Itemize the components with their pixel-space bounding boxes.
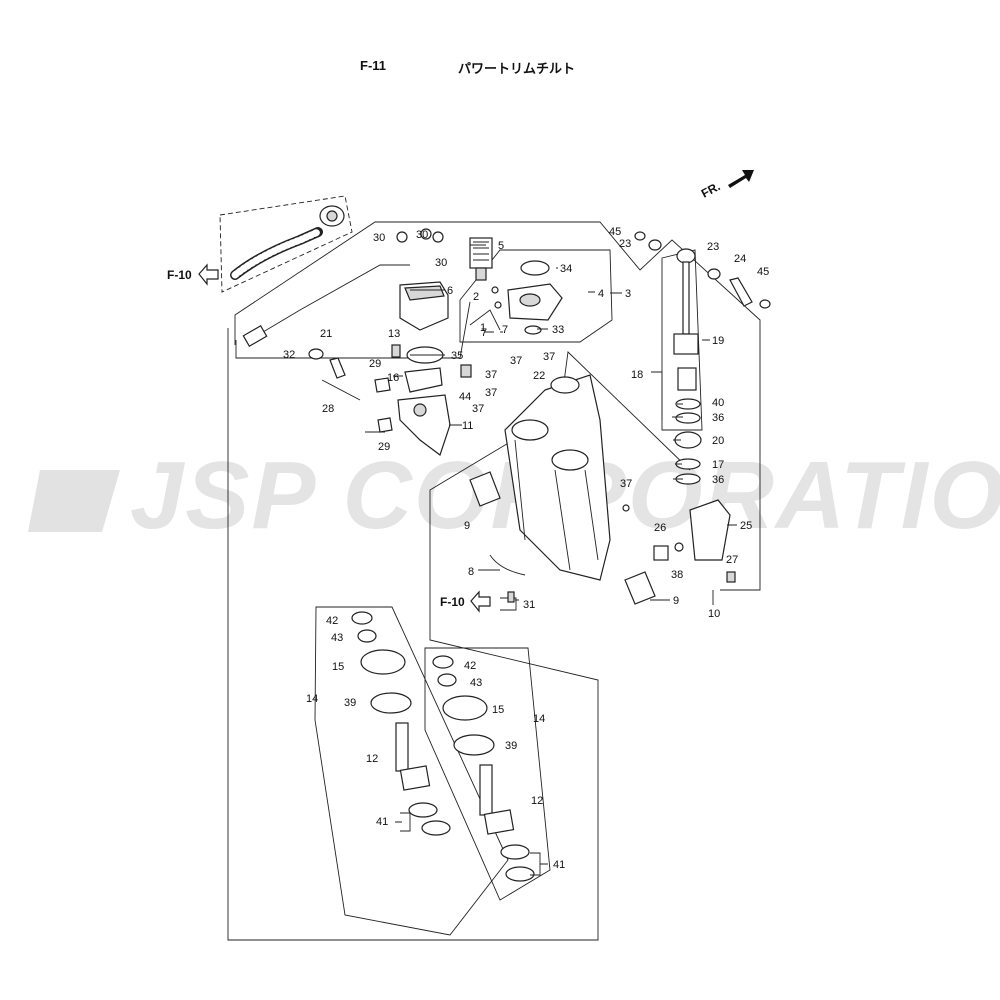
label-28: 28: [322, 403, 334, 415]
label-40: 40: [712, 397, 724, 409]
main-outline: [234, 221, 761, 591]
label-42b: 42: [464, 660, 476, 672]
trim-group-left-outline: [314, 606, 509, 936]
label-36b: 36: [712, 474, 724, 486]
label-3: 3: [625, 288, 631, 300]
label-15b: 15: [492, 704, 504, 716]
label-16: 16: [387, 372, 399, 384]
part-side-components: [469, 471, 736, 605]
hose-group-outline: [219, 195, 353, 293]
reference-label: F-10: [167, 268, 192, 282]
label-23a: 23: [619, 238, 631, 250]
lower-outline: [227, 328, 691, 941]
label-14a: 14: [306, 693, 318, 705]
label-32: 32: [283, 349, 295, 361]
label-37d: 37: [485, 387, 497, 399]
label-11: 11: [462, 420, 473, 432]
label-43b: 43: [470, 677, 482, 689]
label-37b: 37: [543, 351, 555, 363]
label-4: 4: [598, 288, 604, 300]
label-44: 44: [459, 391, 471, 403]
label-33: 33: [552, 324, 564, 336]
label-27: 27: [726, 554, 738, 566]
part-trim-cylinder-left: [351, 611, 451, 836]
label-12b: 12: [531, 795, 543, 807]
front-arrow-icon: [728, 170, 754, 188]
label-36a: 36: [712, 412, 724, 424]
label-37f: 37: [620, 478, 632, 490]
reference-arrow-top[interactable]: F-10: [167, 263, 219, 286]
label-21: 21: [320, 328, 332, 340]
part-cylinder-bracket: [504, 374, 611, 581]
label-42a: 42: [326, 615, 338, 627]
label-34: 34: [560, 263, 572, 275]
label-30c: 30: [435, 257, 447, 269]
label-43a: 43: [331, 632, 343, 644]
label-14b: 14: [533, 713, 545, 725]
front-label: FR.: [699, 179, 723, 200]
label-8: 8: [468, 566, 474, 578]
diagram-title: パワートリムチルト: [458, 61, 576, 76]
label-18: 18: [631, 369, 643, 381]
part-pump: [308, 344, 472, 456]
label-29a: 29: [369, 358, 381, 370]
label-26: 26: [654, 522, 666, 534]
label-6: 6: [447, 285, 453, 297]
label-1: 1: [480, 322, 486, 334]
label-5: 5: [498, 240, 504, 252]
label-19: 19: [712, 335, 724, 347]
trim-group-right-outline: [424, 647, 551, 901]
label-37e: 37: [472, 403, 484, 415]
label-22: 22: [533, 370, 545, 382]
label-45b: 45: [757, 266, 769, 278]
label-35: 35: [451, 350, 463, 362]
label-9a: 9: [464, 520, 470, 532]
label-41a: 41: [376, 816, 388, 828]
label-17: 17: [712, 459, 724, 471]
figure-code: F-11: [360, 58, 387, 73]
part-motor: [396, 228, 493, 331]
label-39b: 39: [505, 740, 517, 752]
leader-lines: [365, 244, 737, 876]
label-13: 13: [388, 328, 400, 340]
label-10: 10: [708, 608, 720, 620]
label-12a: 12: [366, 753, 378, 765]
part-tilt-cylinder: [634, 231, 771, 485]
label-9b: 9: [673, 595, 679, 607]
label-29b: 29: [378, 441, 390, 453]
label-25: 25: [740, 520, 752, 532]
label-30b: 30: [416, 229, 428, 241]
valve-group-outline: [459, 249, 613, 343]
label-23b: 23: [707, 241, 719, 253]
reference-arrow-bottom[interactable]: F-10: [440, 590, 491, 613]
label-37a: 37: [510, 355, 522, 367]
label-24: 24: [734, 253, 746, 265]
part-labels: 1 2 3 4 5 6 7 7 8 9 9 10 11 12 12 13 14 …: [283, 226, 769, 871]
left-arrow-icon: [470, 590, 491, 613]
label-30a: 30: [373, 232, 385, 244]
reference-label: F-10: [440, 595, 465, 609]
motor-outline: [235, 301, 471, 359]
part-trim-cylinder-right: [432, 655, 535, 882]
left-arrow-icon: [198, 263, 219, 286]
label-2: 2: [473, 291, 479, 303]
label-20: 20: [712, 435, 724, 447]
label-37c: 37: [485, 369, 497, 381]
label-31: 31: [523, 599, 535, 611]
part-valve-block: [469, 260, 563, 335]
label-7a: 7: [481, 327, 487, 339]
front-direction-indicator: FR.: [699, 170, 754, 201]
label-45a: 45: [609, 226, 621, 238]
parts-hose: [230, 205, 410, 348]
label-41b: 41: [553, 859, 565, 871]
label-38: 38: [671, 569, 683, 581]
label-7b: 7: [502, 324, 508, 336]
label-39a: 39: [344, 697, 356, 709]
label-15a: 15: [332, 661, 344, 673]
